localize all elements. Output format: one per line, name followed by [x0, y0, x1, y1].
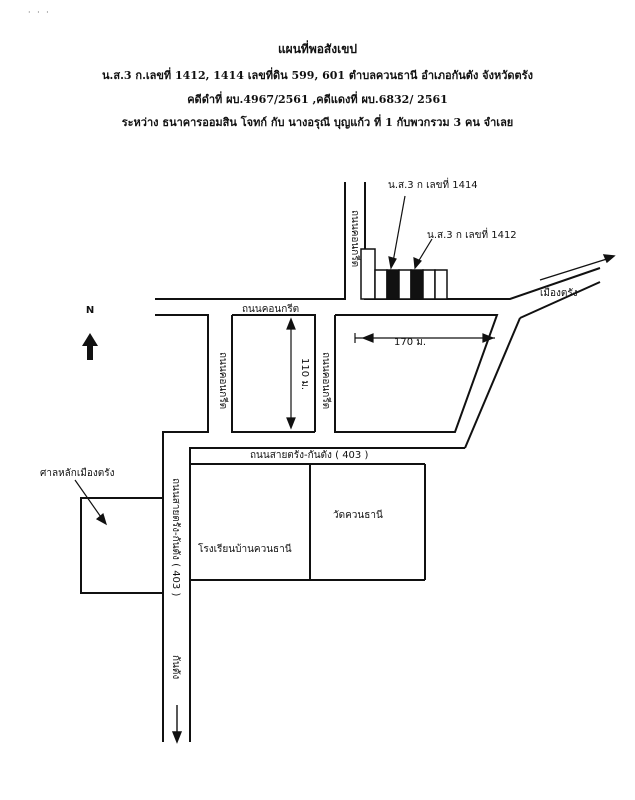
road-muang-lower: [519, 281, 601, 319]
north-label: N: [86, 305, 94, 316]
road-concrete-left-label: ถนนคอนกรีต: [217, 352, 229, 409]
block-right: [334, 314, 499, 433]
road-403-horizontal-label: ถนนสายตรัง-กันตัง ( 403 ): [250, 450, 368, 461]
block-left-top: [232, 314, 316, 432]
road-lines: [80, 182, 601, 742]
road-403-vertical-label: ถนนสายตรัง-กันตัง ( 403 ): [170, 478, 181, 596]
map-title: แผนที่พอสังเขป: [277, 42, 358, 56]
header-line-parties: ระหว่าง ธนาคารออมสิน โจทก์ กับ นางอรุณี …: [121, 116, 514, 129]
parcel-1414-label: น.ส.3 ก เลขที่ 1414: [388, 177, 478, 191]
temple-label: วัดควนธานี: [333, 509, 383, 521]
block-left: [231, 315, 315, 433]
road-concrete-top-label: ถนนคอนกรีต: [242, 303, 299, 315]
road-403-lower: [189, 447, 465, 742]
parcel-1412-label: น.ส.3 ก เลขที่ 1412: [427, 227, 517, 241]
road-top-upper-left: [155, 182, 346, 300]
header-line-parcels: น.ส.3 ก.เลขที่ 1412, 1414 เลขที่ดิน 599,…: [102, 69, 533, 82]
road-diagonal: [464, 317, 521, 449]
scan-mark: · · ·: [28, 8, 51, 17]
header-line-case: คดีดำที่ ผบ.4967/2561 ,คดีแดงที่ ผบ.6832…: [187, 93, 448, 106]
road-concrete-vertical-label: ถนนคอนกรีต: [349, 210, 361, 267]
distance-110-label: 110 ม.: [299, 358, 310, 390]
parcel-arrows: [74, 195, 433, 526]
kantang-label: กันตัง: [170, 655, 181, 679]
parcel-1412-mark: [410, 269, 424, 300]
road-concrete-right-label: ถนนคอนกรีต: [320, 352, 332, 409]
muang-trang-label: เมืองตรัง: [540, 287, 578, 299]
distance-markers: [286, 317, 495, 430]
shrine-box: [80, 497, 164, 594]
north-arrow-icon: [82, 333, 98, 360]
parcel-strip: [360, 248, 448, 300]
shrine-label: ศาลหลักเมืองตรัง: [40, 467, 115, 479]
direction-arrows: [171, 254, 616, 744]
distance-170-label: 170 ม.: [394, 337, 426, 348]
parcel-1414-mark: [386, 269, 400, 300]
school-label: โรงเรียนบ้านควนธานี: [198, 542, 292, 555]
